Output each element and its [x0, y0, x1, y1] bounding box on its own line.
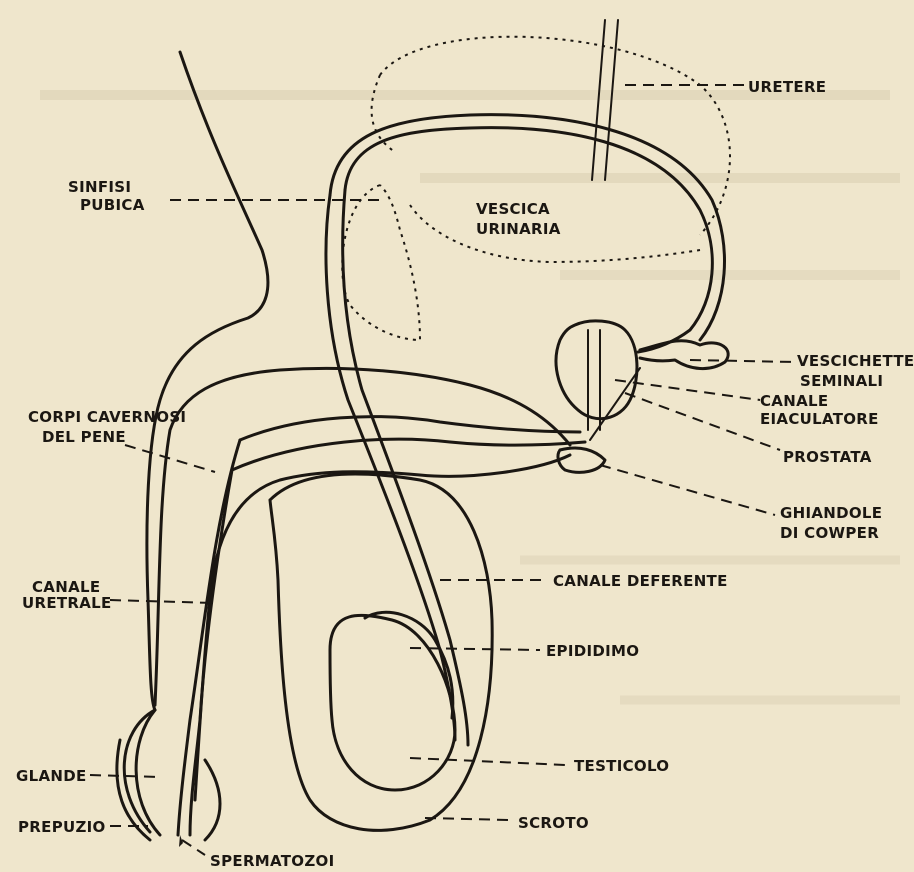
label-canale-eiac-2: EIACULATORE [760, 410, 879, 428]
label-vescica-1: VESCICA [476, 200, 550, 218]
label-uretrale-2: URETRALE [22, 594, 112, 612]
label-sinfisi-1: SINFISI [68, 178, 131, 196]
label-vescica-2: URINARIA [476, 220, 561, 238]
label-deferente: CANALE DEFERENTE [553, 572, 728, 590]
label-corpi-1: CORPI CAVERNOSI [28, 408, 186, 426]
label-prostata: PROSTATA [783, 448, 872, 466]
label-cowper-1: GHIANDOLE [780, 504, 882, 522]
label-prepuzio: PREPUZIO [18, 818, 106, 836]
label-vescichette-2: SEMINALI [800, 372, 883, 390]
label-scroto: SCROTO [518, 814, 589, 832]
label-uretere: URETERE [748, 78, 826, 96]
label-corpi-2: DEL PENE [42, 428, 126, 446]
label-canale-eiac-1: CANALE [760, 392, 828, 410]
label-epididimo: EPIDIDIMO [546, 642, 639, 660]
label-cowper-2: DI COWPER [780, 524, 879, 542]
label-vescichette-1: VESCICHETTE [797, 352, 914, 370]
label-sinfisi-2: PUBICA [80, 196, 145, 214]
label-glande: GLANDE [16, 767, 87, 785]
label-testicolo: TESTICOLO [574, 757, 669, 775]
label-spermatozoi: SPERMATOZOI [210, 852, 334, 870]
